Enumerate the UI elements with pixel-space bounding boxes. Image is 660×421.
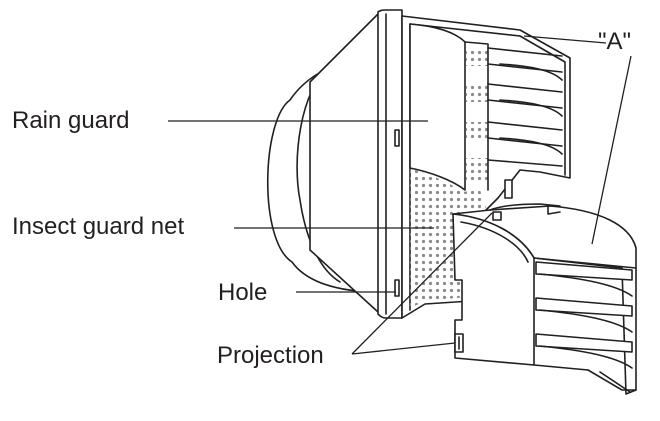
projection-upper (492, 211, 502, 221)
plate-hole (394, 279, 400, 297)
label-rain-guard: Rain guard (12, 107, 130, 134)
label-hole: Hole (218, 279, 268, 306)
leader-a-part (591, 55, 632, 245)
hood-louvers (487, 47, 563, 167)
plate-slot-upper (394, 129, 400, 147)
leader-projection-lower (351, 342, 456, 355)
leader-lines (168, 35, 632, 355)
leader-a-hood (523, 35, 607, 44)
wall-plate (377, 9, 403, 319)
hood-slot (504, 179, 513, 199)
rain-guard (409, 23, 489, 191)
label-insect-guard-net: Insect guard net (12, 213, 185, 240)
label-part-a: "A" (598, 28, 632, 55)
label-projection: Projection (217, 342, 324, 369)
hood-back-taper (309, 13, 379, 313)
leader-projection-upper (351, 212, 493, 355)
part-a (452, 203, 637, 395)
